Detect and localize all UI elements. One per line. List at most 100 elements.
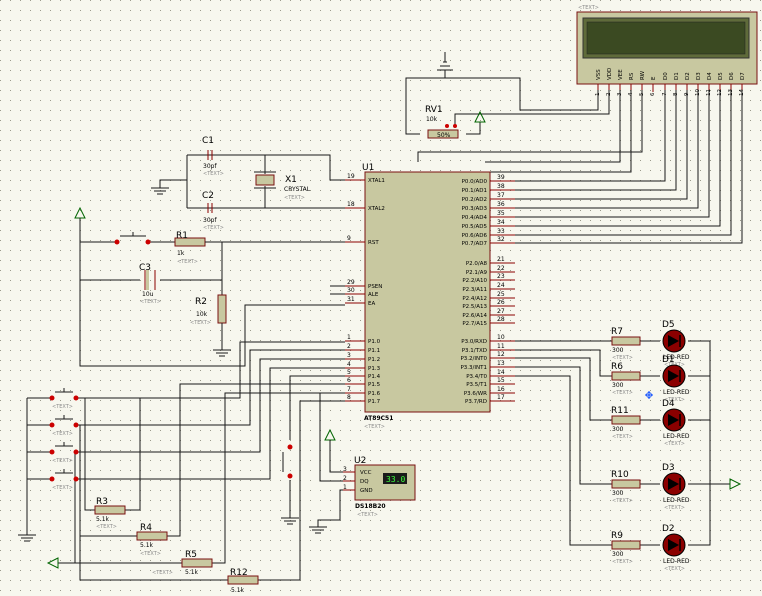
led-value: LED-RED: [663, 558, 690, 565]
u1-pin-name: P0.5/AD5: [462, 224, 488, 230]
c2-ref: C2: [202, 191, 214, 201]
r1-value: 1k: [177, 250, 185, 257]
u1-pin-number: 1: [347, 334, 351, 341]
led-wiring: [515, 340, 742, 546]
rv1-ref: RV1: [425, 105, 443, 115]
led-resistor[interactable]: [611, 540, 641, 550]
led-ref: D3: [662, 463, 675, 473]
led-resistor-value: 300: [612, 347, 624, 354]
r2-value: 10k: [196, 311, 208, 318]
r5-value: 5.1k: [185, 569, 199, 576]
u1-pin-name: P0.3/AD3: [462, 206, 488, 212]
u1-pin-name: P3.1/TXD: [462, 348, 487, 354]
led-diode-symbol: [668, 539, 679, 551]
led-resistor[interactable]: [611, 371, 641, 381]
u1-pin-number: 15: [497, 377, 505, 384]
u1-pin-name: XTAL2: [368, 206, 385, 212]
c1-value: 30pf: [203, 163, 217, 170]
button-contact: [73, 449, 79, 455]
rv1-potentiometer[interactable]: RV1 10k 50%: [425, 105, 459, 139]
led-ref: D4: [662, 399, 675, 409]
u1-pin-number: 5: [347, 369, 351, 376]
u1-pin-number: 2: [347, 343, 351, 350]
u2-pin-name: DQ: [360, 479, 369, 485]
u1-pin-number: 8: [347, 394, 351, 401]
led-resistor[interactable]: [611, 336, 641, 346]
u1-pin-name: P2.0/A8: [466, 261, 488, 267]
led-resistor[interactable]: [611, 479, 641, 489]
led-ref: D1: [662, 355, 675, 365]
c2-tag: <TEXT>: [203, 225, 224, 231]
u1-pin-name: P2.2/A10: [462, 278, 487, 284]
lcd-pin-label: D4: [707, 72, 713, 80]
u1-pin-name: P3.0/RXD: [461, 339, 487, 345]
u1-pin-number: 7: [347, 386, 351, 393]
u1-pin-name: P3.5/T1: [466, 382, 487, 388]
led-value: LED-RED: [663, 433, 690, 440]
r3-tag: <TEXT>: [96, 524, 117, 530]
led-value: LED-RED: [663, 354, 690, 361]
button-contact: [73, 395, 79, 401]
u1-pin-name: P3.2/INT0: [460, 356, 487, 362]
u1-pin-name: P0.2/AD2: [462, 197, 487, 203]
button-contact: [49, 449, 55, 455]
led-resistor-ref: R11: [611, 406, 629, 416]
lcd-text-tag: <TEXT>: [578, 5, 599, 11]
button-tag: <TEXT>: [52, 404, 73, 410]
u1-pin-number: 36: [497, 201, 505, 208]
led-diode-symbol: [668, 370, 679, 382]
u1-pin-name: P0.7/AD7: [462, 241, 488, 247]
u1-pin-number: 12: [497, 351, 505, 358]
led-resistor-tag: <TEXT>: [612, 498, 633, 504]
pushbutton-group[interactable]: <TEXT><TEXT><TEXT><TEXT>: [49, 388, 79, 491]
led-tag: <TEXT>: [664, 441, 685, 447]
led-diode-symbol: [668, 414, 679, 426]
u1-pin-number: 10: [497, 334, 505, 341]
lcd-module[interactable]: <TEXT> VSS1VDD2VEE3RS4RW5E6D07D18D29D310…: [576, 5, 758, 96]
u1-pin-name: PSEN: [368, 284, 382, 290]
u1-pin-name: P0.1/AD1: [462, 188, 487, 194]
button-contact: [73, 476, 79, 482]
r4-tag: <TEXT>: [140, 551, 161, 557]
u1-pin-number: 34: [497, 219, 505, 226]
button-tag: <TEXT>: [52, 485, 73, 491]
u1-microcontroller[interactable]: U1 AT89C51 <TEXT> 19XTAL118XTAL29RST29PS…: [345, 163, 515, 430]
u1-pin-number: 35: [497, 210, 505, 217]
keypad-buttons: [18, 341, 345, 581]
u1-pin-name: P0.6/AD6: [462, 233, 488, 239]
led-tag: <TEXT>: [664, 505, 685, 511]
u1-tag: <TEXT>: [364, 424, 385, 430]
u1-pin-name: P1.2: [368, 357, 380, 363]
r2-ref: R2: [195, 297, 207, 307]
led-output-rows[interactable]: R7300<TEXT>D5LED-RED<TEXT>R6300<TEXT>D1L…: [611, 320, 690, 572]
u1-pin-name: P2.5/A13: [462, 304, 487, 310]
led-tag: <TEXT>: [664, 397, 685, 403]
u1-pin-name: P1.0: [368, 339, 381, 345]
led-ref: D2: [662, 524, 675, 534]
led-resistor-tag: <TEXT>: [612, 390, 633, 396]
u1-pin-number: 28: [497, 316, 505, 323]
led-resistor-ref: R10: [611, 470, 629, 480]
u1-pin-number: 29: [347, 279, 355, 286]
u1-pin-number: 6: [347, 377, 351, 384]
u1-pin-name: P1.6: [368, 391, 381, 397]
r4-value: 5.1k: [140, 542, 154, 549]
lcd-pin-number: 6: [650, 92, 656, 96]
reset-circuit: [74, 206, 345, 367]
u1-ref: U1: [362, 163, 374, 173]
u1-pin-number: 13: [497, 360, 505, 367]
c1-tag: <TEXT>: [203, 171, 224, 177]
led-resistor-value: 300: [612, 382, 624, 389]
led-resistor-value: 300: [612, 490, 624, 497]
r4-ref: R4: [140, 523, 152, 533]
x1-ref: X1: [285, 175, 297, 185]
lcd-pin-label: D2: [685, 72, 691, 80]
led-resistor[interactable]: [611, 415, 641, 425]
button-tag: <TEXT>: [52, 431, 73, 437]
u1-pin-number: 32: [497, 236, 505, 243]
u2-tag: <TEXT>: [357, 512, 378, 518]
u2-part: DS18B20: [355, 503, 386, 510]
u1-pin-number: 22: [497, 265, 505, 272]
